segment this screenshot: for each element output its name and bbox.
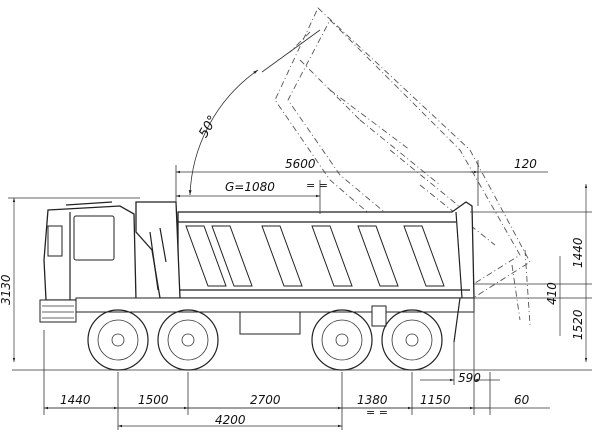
- front-overhang-label: 1440: [60, 393, 91, 407]
- chassis: [75, 297, 475, 343]
- dump-body: [177, 201, 475, 299]
- headboard: [135, 201, 181, 299]
- axle-gap-2-label: 2700: [250, 393, 281, 407]
- rear-overhang-label: 1150: [420, 393, 451, 407]
- frame-height-label: 410: [545, 282, 559, 305]
- cog-offset-label: G=1080: [225, 180, 275, 194]
- rear-overhang-top-label: 120: [514, 157, 537, 171]
- total-height-label: 3130: [0, 274, 13, 305]
- body-height-label: 1440: [571, 237, 585, 268]
- wheel-3: [311, 309, 373, 371]
- wheel-1: [87, 309, 149, 371]
- axle-gap-1-label: 1500: [138, 393, 169, 407]
- wheelbase-label: 4200: [215, 413, 246, 427]
- rear-offset-label: 60: [514, 393, 530, 407]
- tipping-angle-arc: [188, 69, 259, 196]
- rear-clearance-label: 590: [458, 371, 481, 385]
- wheel-4: [381, 309, 443, 371]
- tipping-angle-label: 50°: [196, 113, 221, 140]
- centerline-mark-bottom: = =: [366, 406, 388, 419]
- axle-gap-3-label: 1380: [357, 393, 388, 407]
- centerline-mark: = =: [306, 179, 328, 192]
- platform-height-label: 1520: [571, 309, 585, 340]
- wheel-2: [157, 309, 219, 371]
- overall-length-label: 5600: [285, 157, 316, 171]
